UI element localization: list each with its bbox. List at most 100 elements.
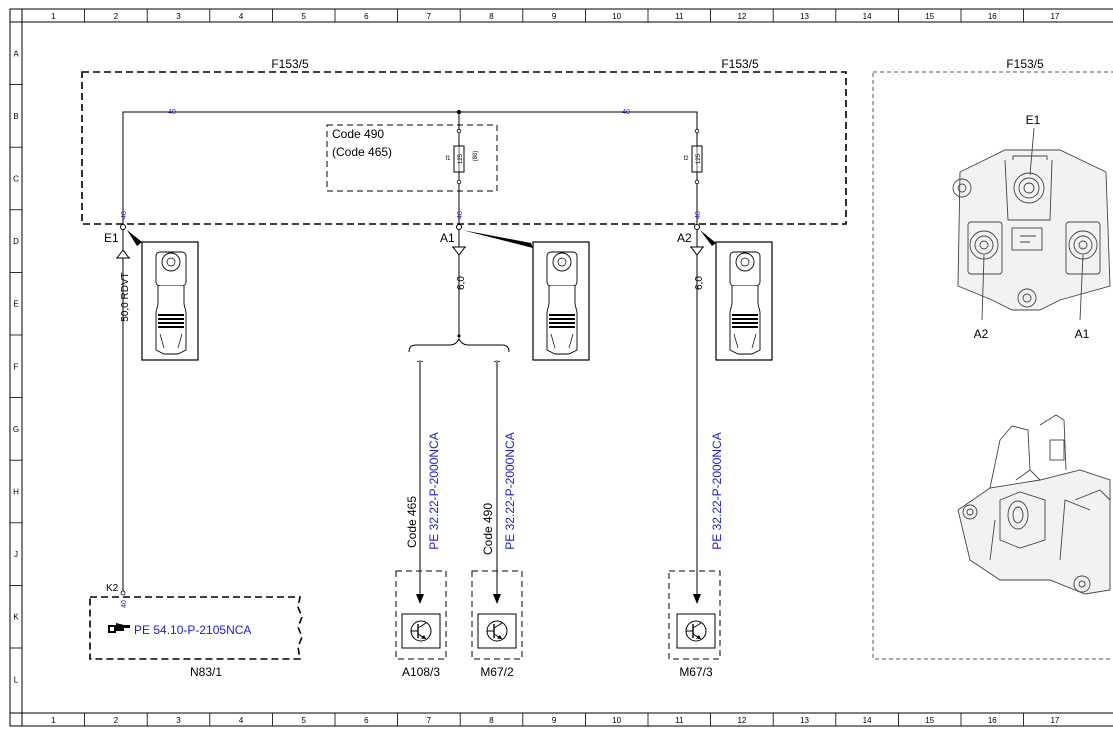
fuse-f2: f2 125 [683,128,703,225]
pointing-hand-icon [108,623,130,633]
fuse-box-iso-view [957,414,1111,595]
n83-1-component-box [89,596,303,660]
fuse-f1: f1 125 (80) [445,128,479,225]
ruler-column-label: 8 [489,12,494,21]
ruler-row-label: J [14,550,18,559]
ref-m67-2[interactable]: PE 32.22-P-2000NCA [503,432,517,549]
terminal-lug-icon [532,241,590,361]
ruler-column-label: 13 [800,12,809,21]
pin-a2: A2 [677,231,692,245]
ruler-column-label: 10 [612,12,621,21]
wire-a1: 6,0 [408,229,510,604]
ruler-column-label: 5 [301,716,306,725]
fuse-f2-rating: 125 [696,153,702,164]
wire-a2: 6,0 [690,229,705,604]
ruler-column-label: 2 [114,12,119,21]
ruler-column-label: 1 [51,716,56,725]
ruler-column-label: 6 [364,716,369,725]
m67-2-component-box [471,570,523,660]
ruler-column-label: 14 [863,12,872,21]
ruler-row-label: C [13,175,19,184]
ruler-column-label: 16 [988,12,997,21]
wire-marker-a2: 40 [695,211,702,219]
wire-e1-label: 50,0 RDVT [120,272,131,321]
wire-e1-k2: 50,0 RDVT K2 40 [106,229,131,608]
component-m67-3: M67/3 [679,665,713,679]
ruler-column-label: 4 [239,12,244,21]
pin-a1: A1 [440,231,455,245]
transistor-icon [477,613,517,649]
pin-e1: E1 [104,231,119,245]
fuse-f1-label: f1 [445,156,451,162]
ruler-column-label: 3 [176,12,181,21]
illustration-title: F153/5 [1006,57,1044,71]
ref-n83[interactable]: PE 54.10-P-2105NCA [134,623,251,637]
wire-marker-e1: 40 [121,211,128,219]
ruler-column-label: 15 [925,716,934,725]
ruler-column-label: 8 [489,716,494,725]
ruler-column-label: 13 [800,716,809,725]
ruler-column-label: 16 [988,716,997,725]
wire-marker-k2: 40 [121,600,128,608]
ruler-column-label: 1 [51,12,56,21]
transistor-icon [676,613,716,649]
component-n83-1: N83/1 [190,665,222,679]
ruler-row-label: G [13,425,19,434]
code-box-line1: Code 490 [332,127,384,141]
ruler-column-label: 5 [301,12,306,21]
pin-k2: K2 [106,583,119,594]
drawing-frame [9,8,1113,727]
ruler-row-label: B [13,112,18,121]
wire-marker-a1: 40 [457,211,464,219]
ruler-column-label: 9 [552,12,557,21]
fuse-f2-label: f2 [683,156,689,162]
ruler-column-label: 4 [239,716,244,725]
group-title-right: F153/5 [721,57,759,71]
component-a108-3: A108/3 [402,665,440,679]
ruler-column-label: 7 [427,716,432,725]
ruler-column-label: 15 [925,12,934,21]
ruler-column-label: 6 [364,12,369,21]
ruler-column-label: 2 [114,716,119,725]
ruler-column-label: 14 [863,716,872,725]
bus-wire [122,111,698,225]
a108-3-component-box [395,570,447,660]
wire-a2-label: 6,0 [694,276,705,290]
ruler-row-label: E [13,300,18,309]
ref-m67-3[interactable]: PE 32.22-P-2000NCA [710,432,724,549]
wire-a1-label: 6,0 [456,276,467,290]
code-465-label: Code 465 [405,496,419,548]
fuse-box-top-view: E1 A2 A1 [952,113,1111,341]
ruler-column-label: 3 [176,716,181,725]
ruler-column-label: 9 [552,716,557,725]
ref-a108[interactable]: PE 32.22-P-2000NCA [427,432,441,549]
ruler-row-label: H [13,488,19,497]
illus-a2-label: A2 [974,327,989,341]
code-box-line2: (Code 465) [332,145,392,159]
fuse-f1-rating: 125 [458,153,464,164]
terminal-lug-icon [141,241,199,361]
ruler-column-label: 12 [737,716,746,725]
ruler-row-label: L [14,675,19,684]
code-490-label: Code 490 [481,503,495,555]
wire-marker-top-right: 40 [622,109,630,116]
ruler-column-label: 12 [737,12,746,21]
ruler-row-label: K [13,613,19,622]
ruler-column-label: 10 [612,716,621,725]
ruler-column-label: 7 [427,12,432,21]
fuse-f1-alt: (80) [473,151,479,162]
illus-a1-label: A1 [1075,327,1090,341]
illus-e1-label: E1 [1026,113,1041,127]
ruler-row-label: A [13,49,19,58]
ruler-column-label: 17 [1050,12,1059,21]
ruler-row-label: D [13,237,19,246]
m67-3-component-box [668,570,721,660]
wire-marker-top-left: 40 [168,109,176,116]
illustration-panel [872,71,1113,660]
ruler-column-label: 17 [1050,716,1059,725]
ruler-column-label: 11 [675,716,684,725]
